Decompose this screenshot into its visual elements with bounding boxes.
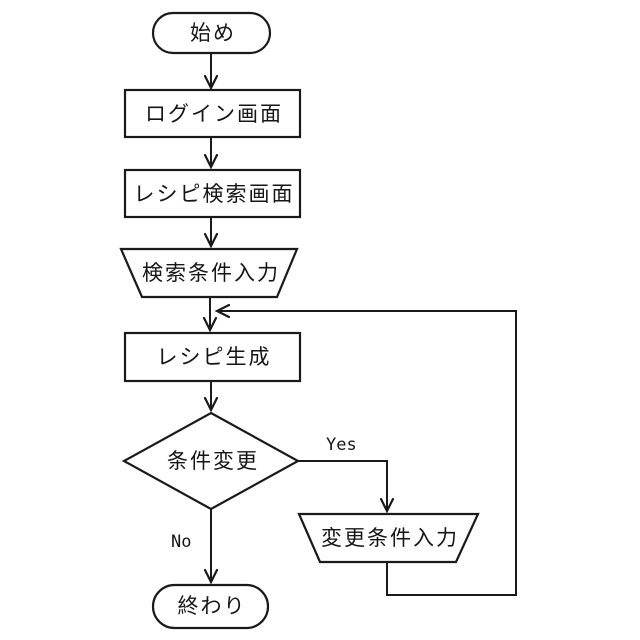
edge-decision-yes-to-change-input <box>298 460 387 511</box>
node-end-terminator <box>151 583 270 630</box>
node-start-terminator <box>151 11 272 55</box>
login-screen-label: ログイン画面 <box>145 103 283 126</box>
start-label: 始め <box>190 22 236 45</box>
search-condition-input-label: 検索条件入力 <box>142 262 280 285</box>
no-branch-label: No <box>171 532 191 552</box>
yes-branch-label: Yes <box>326 435 357 455</box>
node-recipe-search-screen-process <box>123 168 302 219</box>
node-recipe-generation-process <box>123 331 302 383</box>
change-condition-input-label: 変更条件入力 <box>321 527 459 550</box>
node-change-condition-input-trapezoid <box>297 512 480 564</box>
node-login-screen-process <box>123 88 302 139</box>
edge-loop-back-from-change-input <box>217 311 517 596</box>
node-search-condition-input-trapezoid <box>119 247 299 299</box>
condition-change-label: 条件変更 <box>167 450 259 473</box>
recipe-generation-label: レシピ生成 <box>157 346 272 369</box>
node-condition-change-decision <box>121 411 301 511</box>
end-label: 終わり <box>178 595 247 618</box>
recipe-search-screen-label: レシピ検索画面 <box>134 183 295 206</box>
